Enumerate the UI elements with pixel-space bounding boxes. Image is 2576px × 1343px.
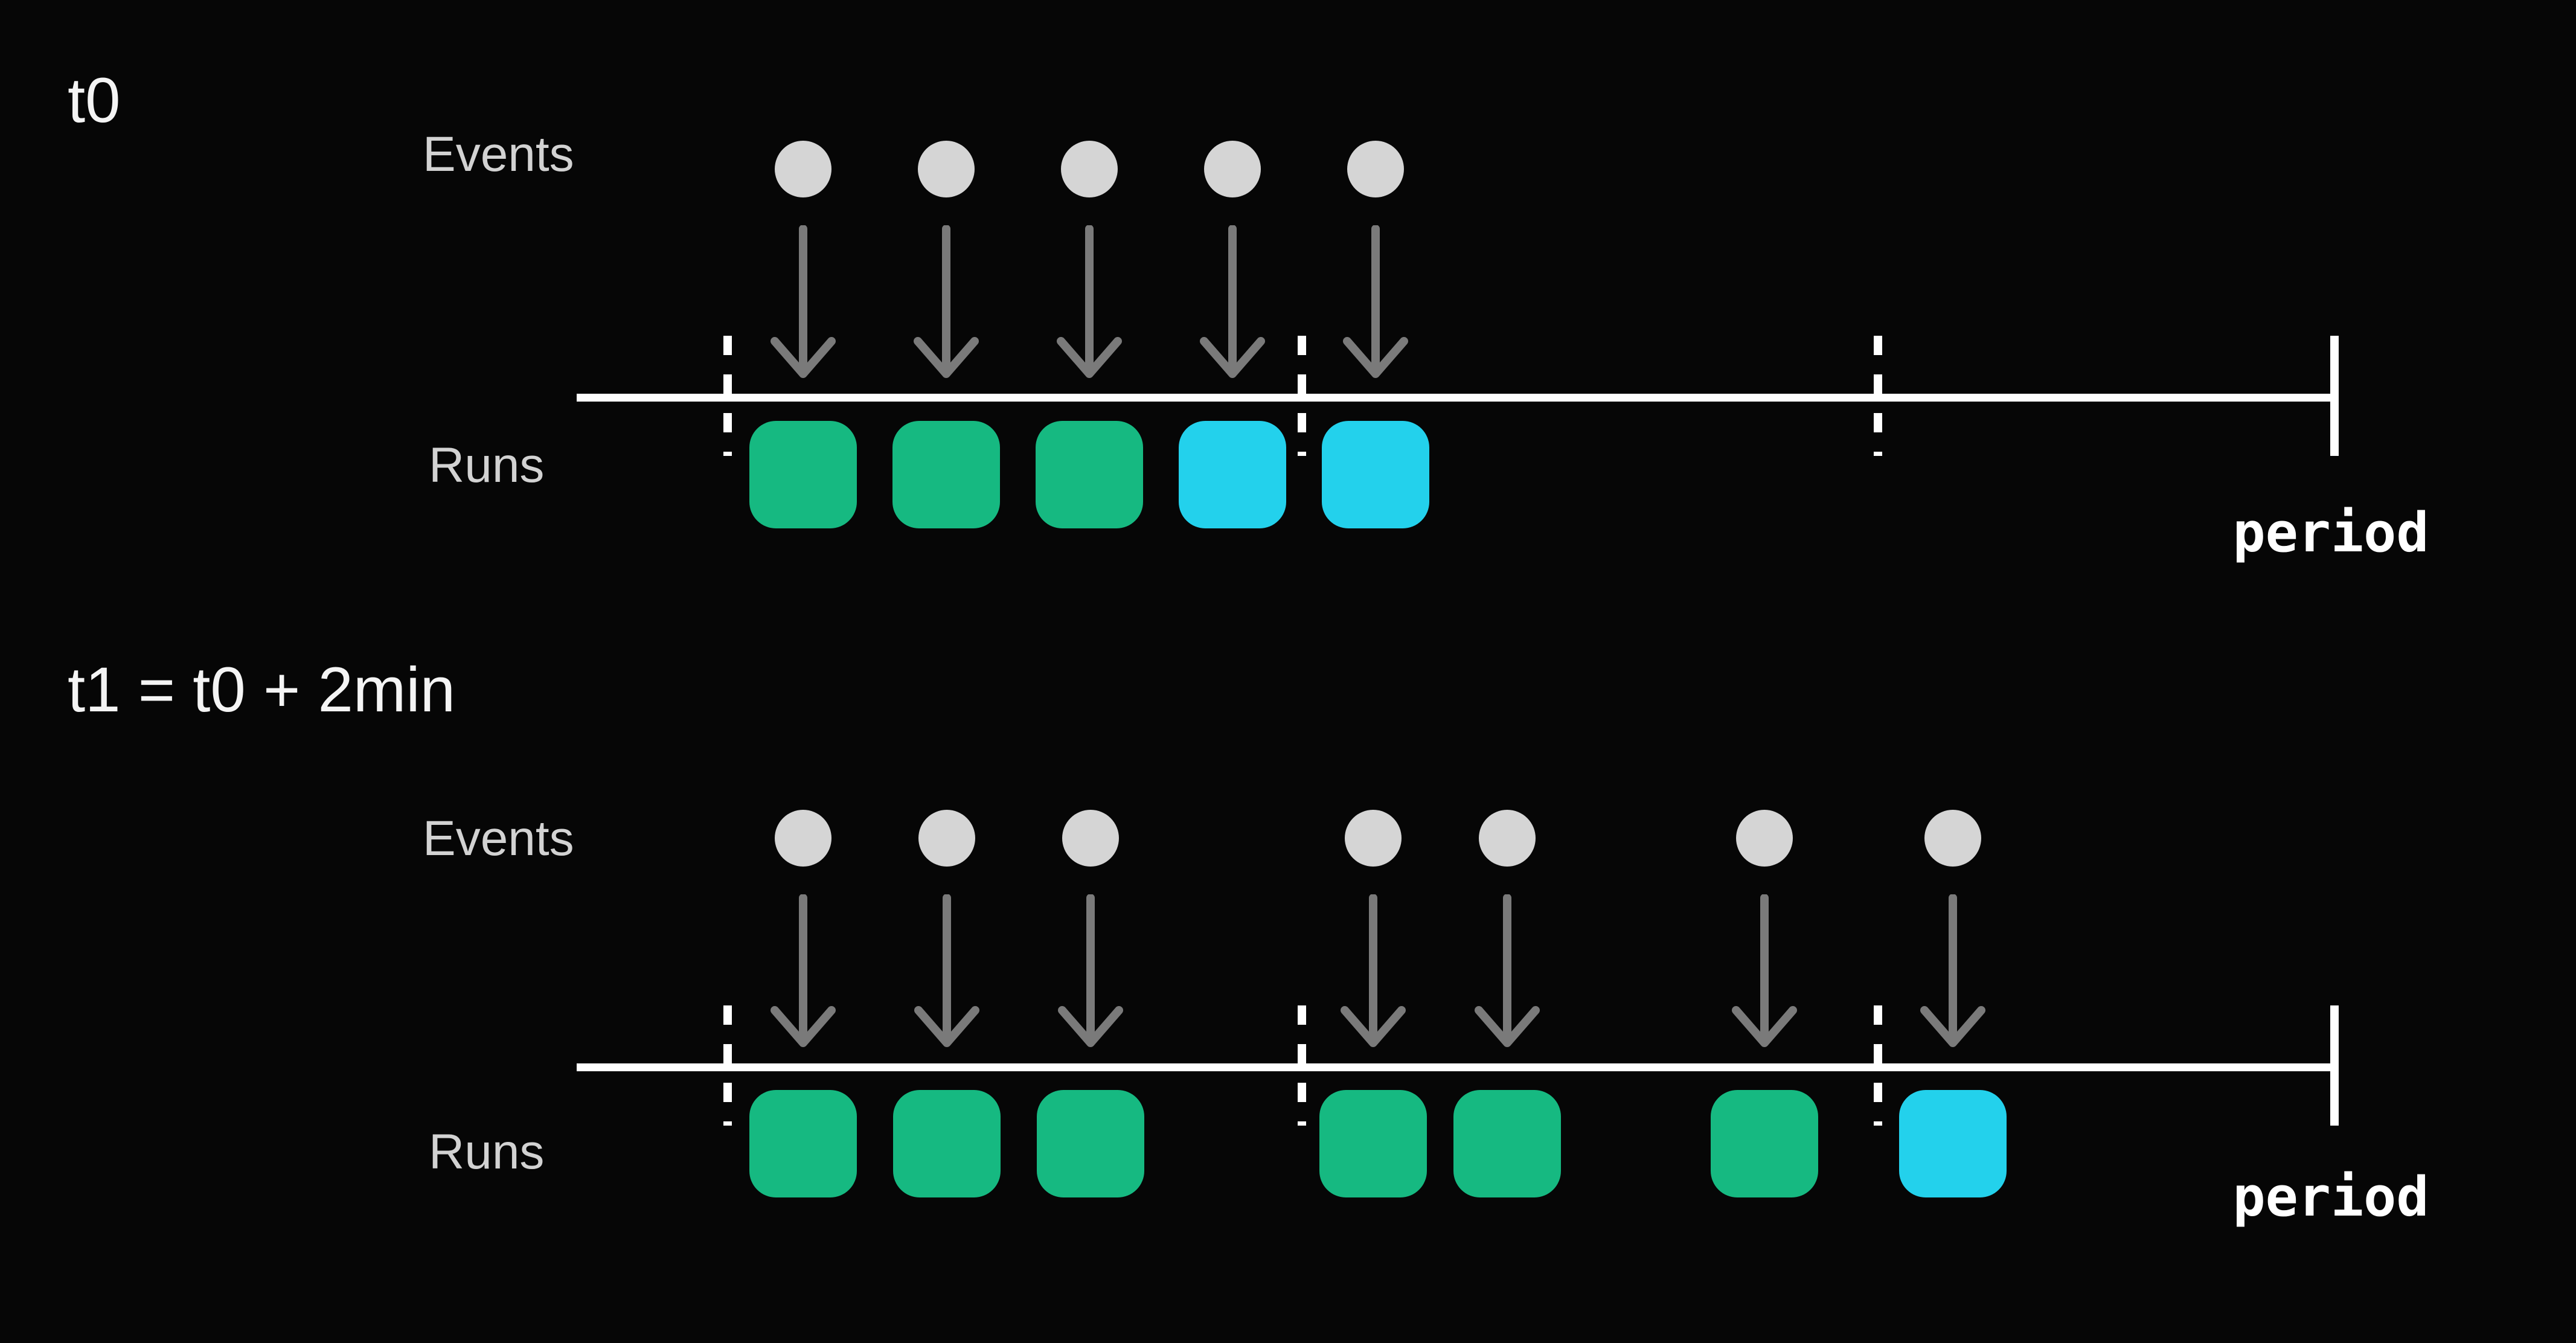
period-boundary-tick: [1298, 336, 1306, 456]
events-row-label: Events: [423, 811, 574, 866]
event-dot: [1204, 141, 1261, 197]
down-arrow-icon: [1731, 894, 1798, 1049]
event-dot: [1345, 810, 1402, 867]
down-arrow-icon: [770, 894, 836, 1049]
event-dot: [1924, 810, 1981, 867]
period-label: period: [2232, 1165, 2429, 1229]
event-dot: [1479, 810, 1536, 867]
period-boundary-tick: [723, 336, 732, 456]
down-arrow-icon: [1056, 225, 1123, 380]
period-boundary-tick: [723, 1005, 732, 1126]
down-arrow-icon: [1057, 894, 1124, 1049]
run-box: [1179, 421, 1286, 528]
timeline-axis: [577, 1063, 2330, 1071]
period-end-tick: [2330, 336, 2339, 456]
down-arrow-icon: [914, 894, 980, 1049]
run-box: [1319, 1090, 1427, 1197]
timeline-title: t0: [68, 65, 121, 136]
period-end-tick: [2330, 1005, 2339, 1126]
run-box: [1453, 1090, 1561, 1197]
down-arrow-icon: [1199, 225, 1266, 380]
event-dot: [1062, 810, 1119, 867]
period-boundary-tick: [1298, 1005, 1306, 1126]
down-arrow-icon: [1920, 894, 1986, 1049]
event-dot: [1061, 141, 1118, 197]
timeline-title: t1 = t0 + 2min: [68, 655, 456, 725]
event-dot: [918, 141, 975, 197]
down-arrow-icon: [1474, 894, 1540, 1049]
runs-row-label: Runs: [429, 1124, 545, 1179]
timeline-axis: [577, 394, 2330, 402]
runs-row-label: Runs: [429, 438, 545, 493]
run-box: [749, 1090, 857, 1197]
events-row-label: Events: [423, 127, 574, 182]
run-box: [1322, 421, 1429, 528]
period-boundary-tick: [1874, 336, 1882, 456]
period-boundary-tick: [1874, 1005, 1882, 1126]
down-arrow-icon: [1342, 225, 1409, 380]
event-dot: [775, 141, 831, 197]
event-dot: [1736, 810, 1793, 867]
event-dot: [918, 810, 975, 867]
period-label: period: [2232, 501, 2429, 565]
event-dot: [775, 810, 831, 867]
event-dot: [1347, 141, 1404, 197]
down-arrow-icon: [770, 225, 836, 380]
run-box: [1711, 1090, 1818, 1197]
run-box: [893, 1090, 1001, 1197]
down-arrow-icon: [913, 225, 979, 380]
down-arrow-icon: [1340, 894, 1406, 1049]
run-box: [892, 421, 1000, 528]
run-box: [1036, 421, 1143, 528]
run-box: [749, 421, 857, 528]
run-box: [1037, 1090, 1144, 1197]
run-box: [1899, 1090, 2007, 1197]
